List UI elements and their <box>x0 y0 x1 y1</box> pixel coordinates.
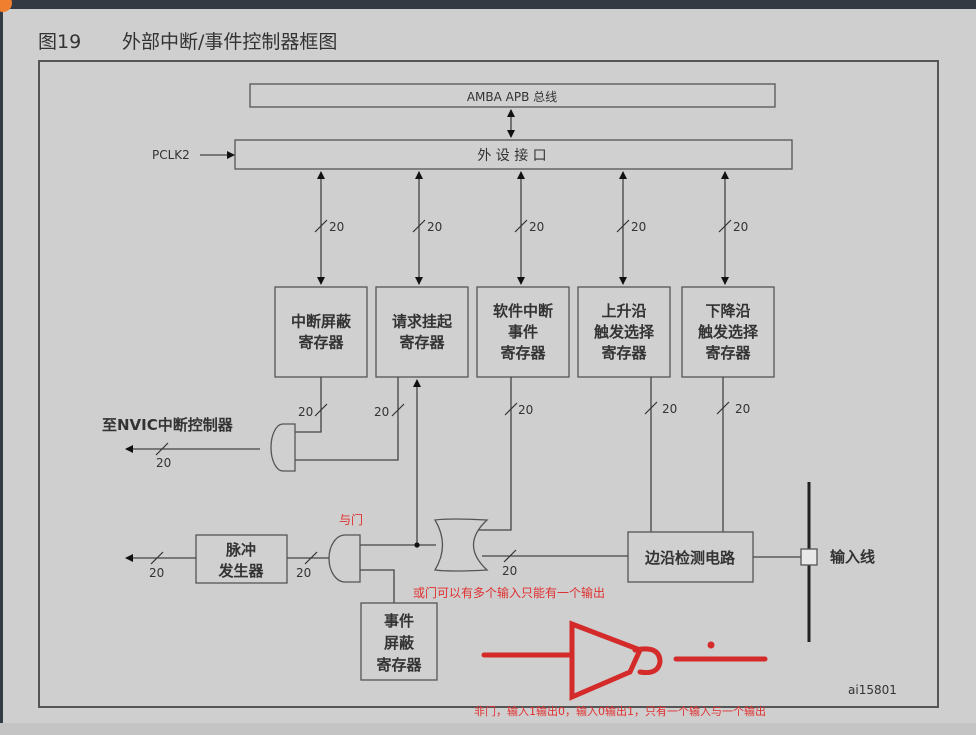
bus-slash <box>314 219 328 233</box>
register-box <box>577 286 671 378</box>
junction-dot <box>414 542 420 548</box>
wire-event-mask <box>360 569 395 603</box>
event-mask-label: 寄存器 <box>376 656 422 674</box>
peripheral-interface-label: 外 设 接 口 <box>477 147 546 164</box>
bus-slash <box>391 403 405 417</box>
register-label: 寄存器 <box>705 344 751 362</box>
bus-slash <box>616 219 630 233</box>
register-box <box>476 286 570 378</box>
bus-width-marks: 20 20 20 20 20 20 20 20 20 20 20 20 20 20 <box>149 219 750 580</box>
bus-width-label: 20 <box>329 220 344 234</box>
bus-width-label: 20 <box>149 566 164 580</box>
input-line-label: 输入线 <box>830 548 875 566</box>
event-mask-register <box>360 602 438 681</box>
pulse-generator-box <box>195 534 288 584</box>
bus-slash <box>718 219 732 233</box>
window-dot <box>0 0 12 12</box>
register-box <box>681 286 775 378</box>
register-label: 事件 <box>508 323 538 341</box>
bus-width-label: 20 <box>662 402 677 416</box>
or-gate <box>433 518 489 572</box>
not-gate-sketch <box>481 620 768 701</box>
bus-width-label: 20 <box>733 220 748 234</box>
register-label: 下降沿 <box>705 302 750 320</box>
pulse-generator-label: 脉冲 <box>225 541 256 559</box>
edge-detect-box <box>627 531 754 583</box>
bus-slash <box>155 442 169 456</box>
bus-slash <box>503 549 517 563</box>
wire-pending-to-and <box>295 377 399 461</box>
register-label: 中断屏蔽 <box>291 313 352 331</box>
wire-swi-to-or <box>478 377 512 531</box>
figure-id: ai15801 <box>848 683 897 697</box>
input-pin <box>800 548 818 566</box>
not-gate-dot <box>707 641 715 649</box>
register-label: 软件中断 <box>493 302 553 320</box>
register-box <box>375 286 469 378</box>
left-edge <box>0 0 3 735</box>
bus-slash <box>412 219 426 233</box>
bus-width-label: 20 <box>529 220 544 234</box>
pulse-generator-label: 发生器 <box>217 562 264 580</box>
amba-bus-box <box>249 83 776 108</box>
event-mask-label: 屏蔽 <box>384 634 415 652</box>
peripheral-interface-box <box>234 139 793 170</box>
bus-slash <box>514 219 528 233</box>
bus-slash <box>504 402 518 416</box>
bus-width-label: 20 <box>631 220 646 234</box>
register-label: 触发选择 <box>594 323 655 341</box>
register-label: 请求挂起 <box>392 313 453 331</box>
wire-mask-to-and <box>295 377 322 433</box>
bus-slash <box>644 401 658 415</box>
register-bus-arrows <box>317 171 729 285</box>
bus-slash <box>304 551 318 565</box>
bus-width-label: 20 <box>374 405 389 419</box>
or-gate-annotation: 或门可以有多个输入只能有一个输出 <box>413 585 605 600</box>
amba-bus-label: AMBA APB 总线 <box>467 90 557 104</box>
figure-caption: 外部中断/事件控制器框图 <box>122 31 337 53</box>
figure-number: 图19 <box>38 31 81 53</box>
bus-width-label: 20 <box>427 220 442 234</box>
pclk2-label: PCLK2 <box>152 148 190 162</box>
register-label: 寄存器 <box>601 344 647 362</box>
register-label: 寄存器 <box>399 334 445 352</box>
register-box <box>274 286 368 378</box>
edge-detect-label: 边沿检测电路 <box>644 549 736 567</box>
diagram-frame <box>38 60 939 708</box>
not-gate-annotation: 非门，输入1输出0，输入0输出1，只有一个输入与一个输出 <box>474 704 766 718</box>
bus-width-label: 20 <box>156 456 171 470</box>
bus-width-label: 20 <box>518 403 533 417</box>
bus-slash <box>150 551 164 565</box>
bus-width-label: 20 <box>296 566 311 580</box>
and-gate-event <box>328 534 361 583</box>
bus-width-label: 20 <box>735 402 750 416</box>
and-gate-interrupt <box>270 423 296 472</box>
register-label: 寄存器 <box>500 344 546 362</box>
bus-width-label: 20 <box>298 405 313 419</box>
register-label: 触发选择 <box>698 323 759 341</box>
bottom-strip <box>0 723 976 735</box>
register-label: 寄存器 <box>298 334 344 352</box>
bus-slash <box>314 403 328 417</box>
register-label: 上升沿 <box>601 302 646 320</box>
bus-slash <box>716 401 730 415</box>
nvic-label: 至NVIC中断控制器 <box>102 416 234 434</box>
top-bar <box>0 0 976 9</box>
bus-width-label: 20 <box>502 564 517 578</box>
and-gate-annotation: 与门 <box>339 512 363 527</box>
event-mask-label: 事件 <box>384 612 414 630</box>
